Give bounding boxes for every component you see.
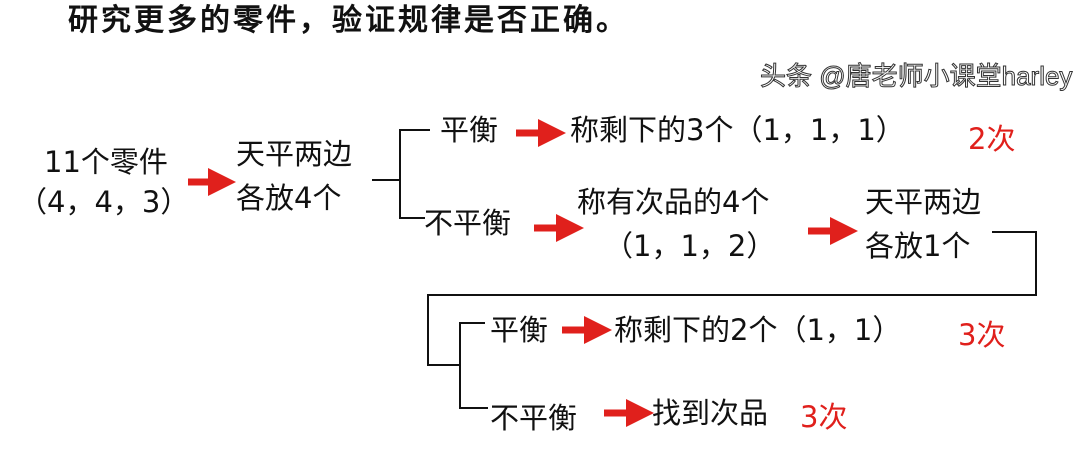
unbalanced-label-2: 不平衡 [490, 401, 578, 435]
next-step-line1: 天平两边 [865, 185, 982, 219]
step1-line2: 各放4个 [236, 181, 342, 215]
balanced-result-2: 称剩下的2个（1，1） [614, 313, 902, 347]
unbalanced-step-line1: 称有次品的4个 [577, 185, 770, 219]
bracket-2 [459, 322, 488, 409]
balanced-label-1: 平衡 [440, 113, 499, 147]
balanced-label-2: 平衡 [490, 313, 549, 347]
unbalanced-result-2: 找到次品 [652, 396, 769, 430]
count-label-2: 3次 [958, 318, 1006, 352]
count-label-3: 3次 [800, 400, 848, 434]
start-line2: （4，4，3） [18, 185, 190, 219]
step1-line1: 天平两边 [236, 137, 353, 171]
page-title: 研究更多的零件，验证规律是否正确。 [68, 3, 629, 38]
connector-to-second-level [427, 231, 1037, 366]
unbalanced-step-line2: （1，1，2） [604, 229, 776, 263]
balanced-result-1: 称剩下的3个（1，1，1） [570, 113, 905, 147]
next-step-line2: 各放1个 [865, 229, 971, 263]
bracket-1 [372, 129, 430, 219]
unbalanced-label-1: 不平衡 [424, 206, 512, 240]
count-label-1: 2次 [968, 122, 1016, 156]
start-line1: 11个零件 [44, 145, 168, 179]
watermark: 头条 @唐老师小课堂harley [759, 61, 1073, 92]
